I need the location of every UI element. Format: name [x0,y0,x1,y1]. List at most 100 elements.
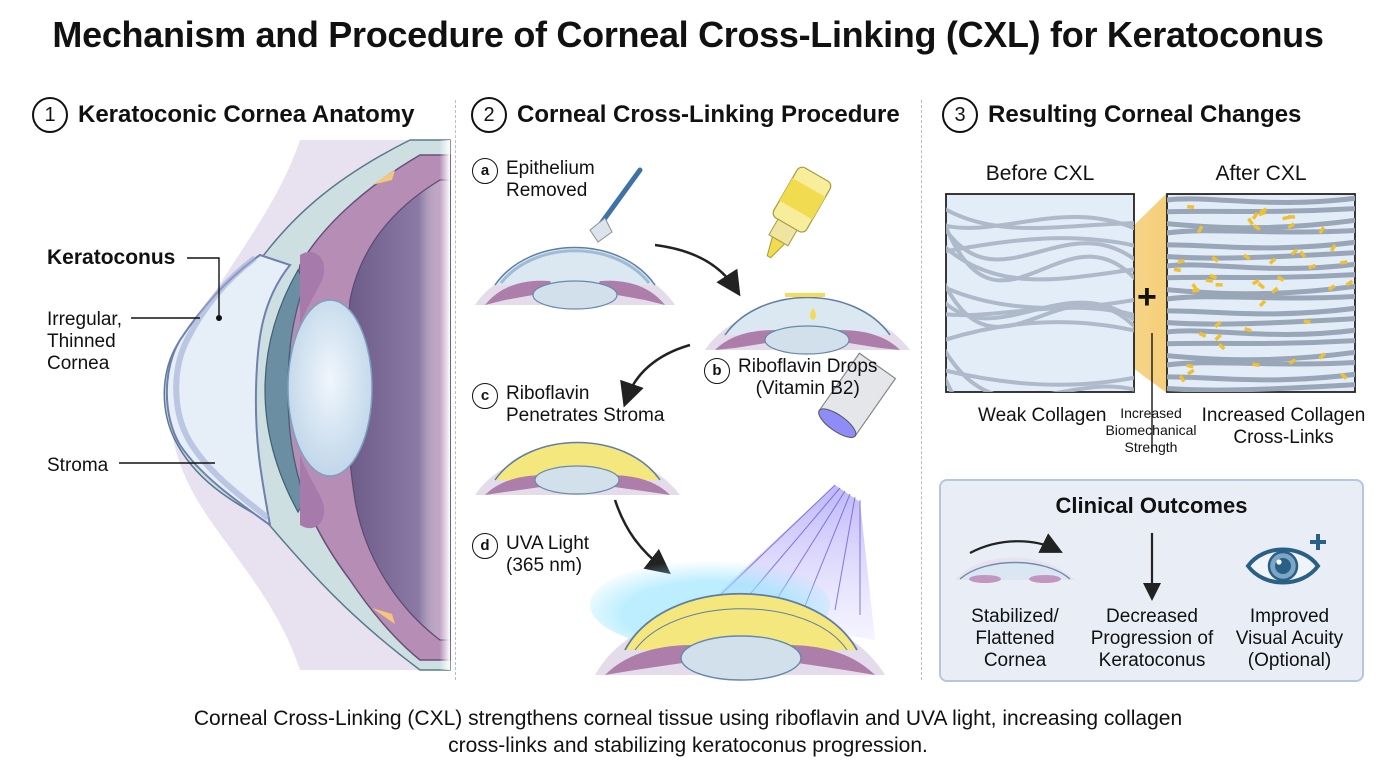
crosslink-mark [1318,226,1326,235]
step-b-riboflavin-drops: b Riboflavin Drops(Vitamin B2) [704,356,877,400]
crosslink-mark [1211,255,1220,263]
label-keratoconus: Keratoconus [47,246,176,269]
collagen-fiber [946,285,1134,310]
outcome-flattened-cornea: Stabilized/ Flattened Cornea [955,606,1075,672]
crosslinks-caption: Increased Collagen Cross-Links [1196,405,1371,449]
outcome-line: Improved [1249,606,1330,627]
arrow-a-to-b [654,243,741,297]
biomechanical-strength-caption: Increased Biomechanical Strength [1096,405,1206,456]
collagen-fiber [1167,360,1355,368]
collagen-fiber [946,320,1134,342]
crosslink-mark [1340,372,1348,380]
collagen-fiber [946,300,1134,323]
label-line: Thinned [47,331,116,352]
riboflavin-drop [810,308,816,320]
section-1-header: 1 Keratoconic Cornea Anatomy [32,97,415,133]
crosslink-mark [1244,326,1252,333]
crosslink-mark [1276,275,1285,282]
section-title: Corneal Cross-Linking Procedure [517,101,900,128]
crosslink-mark [1299,250,1307,259]
crosslink-mark [1196,225,1204,234]
figure-caption: Corneal Cross-Linking (CXL) strengthens … [0,705,1376,759]
step-label-line: UVA Light [506,533,590,554]
caption-line: cross-links and stabilizing keratoconus … [448,734,928,757]
outcome-line: Progression of [1090,628,1214,649]
crosslink-mark [1303,319,1311,324]
collagen-fiber [1167,305,1355,317]
after-cxl-label: After CXL [1215,162,1307,185]
collagen-fiber [1167,294,1355,302]
crosslink-mark [1192,288,1200,293]
down-arrow-icon [1143,533,1161,601]
collagen-fiber [946,282,1134,329]
procedure-illustration [475,166,910,681]
crosslink-mark [1186,368,1195,376]
section-number-badge: 1 [32,97,68,133]
collagen-fiber [1167,239,1355,251]
section-divider [921,100,922,680]
collagen-comparison [945,193,1356,453]
crosslink-mark [1287,222,1296,230]
eye-uva-light [590,560,885,681]
step-label-line: Riboflavin [506,383,590,404]
label-line: Irregular, [47,309,122,330]
step-letter-badge: a [472,158,498,184]
collagen-fiber [946,348,1134,392]
crosslink-mark [1340,260,1348,265]
section-2-header: 2 Corneal Cross-Linking Procedure [471,97,900,133]
collagen-fiber [1167,250,1355,261]
crosslink-mark [1253,224,1261,232]
section-3-header: 3 Resulting Corneal Changes [942,97,1301,133]
eye-riboflavin-penetrates [475,441,680,495]
step-label-line: Removed [506,180,588,201]
outcome-line: (Optional) [1247,650,1332,671]
outcome-line: Cornea [983,650,1047,671]
step-label-line: Epithelium [506,158,595,179]
caption-line: Increased [1120,405,1182,421]
section-title: Resulting Corneal Changes [988,101,1302,128]
step-label-line: Riboflavin Drops [738,356,878,377]
crosslink-mark [1173,267,1182,273]
crosslink-mark [1257,282,1266,290]
collagen-fiber [1167,338,1355,347]
outcome-improved-acuity: Improved Visual Acuity (Optional) [1222,606,1357,672]
crosslink-mark [1251,212,1259,220]
collagen-fiber [946,214,1134,231]
outcome-line: Keratoconus [1098,650,1206,671]
collagen-fiber [1167,316,1355,327]
label-stroma: Stroma [47,455,109,476]
keratoconus-leader-line [187,257,220,316]
collagen-fiber [1167,371,1355,383]
step-letter-badge: d [472,533,498,559]
step-label-line: (365 nm) [506,555,583,576]
outcome-line: Visual Acuity [1235,628,1344,649]
eye-riboflavin-drops [705,293,910,355]
crosslink-mark [1290,248,1299,256]
step-letter-badge: c [472,383,498,409]
collagen-fiber [1167,195,1355,205]
step-letter-badge: b [704,358,730,384]
crosslink-mark [1258,299,1267,308]
label-irregular-thinned-cornea: Irregular, Thinned Cornea [47,309,122,375]
brush-icon [589,167,643,243]
crosslink-mark [1271,286,1279,294]
caption-line: Increased Collagen [1201,405,1366,426]
clinical-outcomes-title: Clinical Outcomes [1055,493,1248,518]
label-line: Cornea [47,353,110,374]
crosslink-mark [1177,258,1185,265]
crosslink-mark [1214,320,1222,328]
arrow-c-to-d [613,499,671,575]
crosslink-mark [1198,331,1207,338]
caption-line: Cross-Links [1233,427,1334,448]
crosslink-mark [1186,363,1194,369]
arrow-b-to-c [620,343,691,408]
crosslink-mark [1268,257,1277,265]
section-number-badge: 2 [471,97,507,133]
crosslink-mark [1308,263,1316,270]
outcome-line: Stabilized/ [971,606,1059,627]
collagen-fiber [946,368,1134,387]
collagen-fiber [946,222,1134,283]
uva-lamp-icon [818,352,897,438]
collagen-fiber [1167,261,1355,271]
